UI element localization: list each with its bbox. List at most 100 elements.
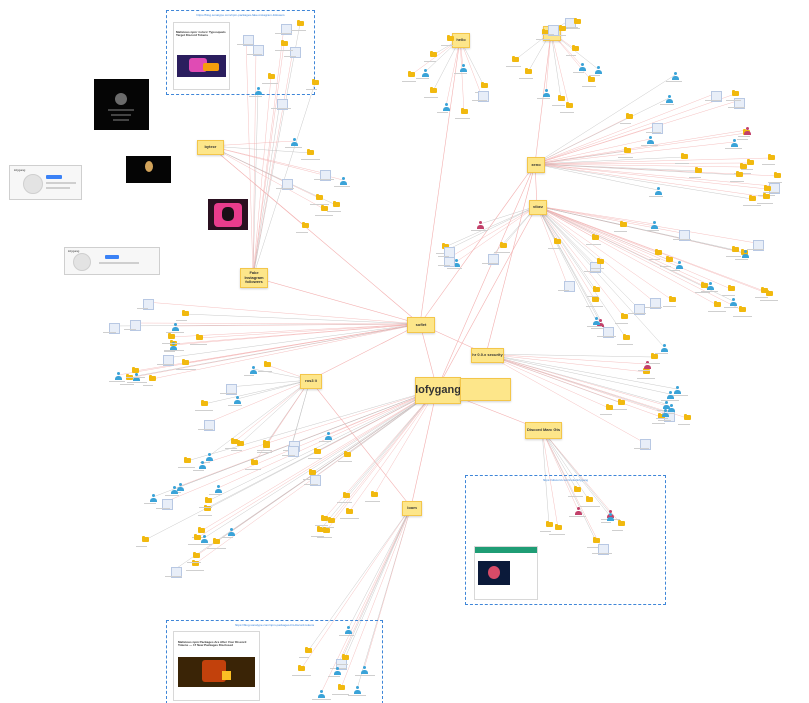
person-icon[interactable] [744,127,751,135]
folder-icon[interactable] [695,166,702,173]
sticky-ros[interactable]: ros3 li [300,374,322,389]
link-square-icon[interactable] [548,25,559,36]
link-square-icon[interactable] [163,355,174,366]
folder-icon[interactable] [728,284,735,291]
folder-icon[interactable] [500,241,507,248]
folder-icon[interactable] [626,112,633,119]
folder-icon[interactable] [739,305,746,312]
follow-button-2[interactable] [105,255,119,259]
link-square-icon[interactable] [282,179,293,190]
folder-icon[interactable] [761,286,768,293]
link-square-icon[interactable] [652,123,663,134]
folder-icon[interactable] [623,333,630,340]
folder-icon[interactable] [182,358,189,365]
bottom-panel-url[interactable]: https://blog.sonatype.com/npm-packages-h… [234,623,315,627]
person-icon[interactable] [730,298,737,306]
folder-icon[interactable] [740,162,747,169]
folder-icon[interactable] [666,255,673,262]
folder-icon[interactable] [764,184,771,191]
link-square-icon[interactable] [634,304,645,315]
folder-icon[interactable] [264,360,271,367]
folder-icon[interactable] [297,19,304,26]
link-square-icon[interactable] [277,99,288,110]
folder-icon[interactable] [205,496,212,503]
folder-icon[interactable] [142,535,149,542]
folder-icon[interactable] [592,295,599,302]
folder-icon[interactable] [201,399,208,406]
link-square-icon[interactable] [320,170,331,181]
sticky-soflet[interactable]: soflet [407,317,435,333]
folder-icon[interactable] [323,526,330,533]
link-square-icon[interactable] [253,45,264,56]
link-square-icon[interactable] [598,544,609,555]
folder-icon[interactable] [684,413,691,420]
folder-icon[interactable] [572,44,579,51]
folder-icon[interactable] [132,366,139,373]
dark-profile-screenshot[interactable] [94,79,149,130]
link-square-icon[interactable] [603,327,614,338]
folder-icon[interactable] [198,526,205,533]
sticky-loom[interactable]: loom [402,501,422,516]
folder-icon[interactable] [343,491,350,498]
folder-icon[interactable] [588,75,595,82]
follow-button[interactable] [46,175,62,179]
folder-icon[interactable] [251,458,258,465]
person-icon[interactable] [345,626,352,634]
pink-photo[interactable] [208,199,248,230]
link-square-icon[interactable] [130,320,141,331]
person-icon[interactable] [667,391,674,399]
folder-icon[interactable] [237,439,244,446]
sticky-fake-instagram[interactable]: Fake Instagram followers [240,268,268,288]
person-icon[interactable] [477,221,484,229]
person-icon[interactable] [742,250,749,258]
person-icon[interactable] [593,317,600,325]
folder-icon[interactable] [346,507,353,514]
sticky-bytecr[interactable]: bytecr [197,140,224,155]
folder-icon[interactable] [268,72,275,79]
folder-icon[interactable] [461,107,468,114]
profile-screenshot-2[interactable]: lofygang [64,247,160,275]
folder-icon[interactable] [184,456,191,463]
link-square-icon[interactable] [711,91,722,102]
person-icon[interactable] [663,401,670,409]
folder-icon[interactable] [328,516,335,523]
folder-icon[interactable] [651,352,658,359]
folder-icon[interactable] [546,520,553,527]
person-icon[interactable] [422,69,429,77]
person-icon[interactable] [672,72,679,80]
folder-icon[interactable] [592,233,599,240]
person-icon[interactable] [250,366,257,374]
folder-icon[interactable] [196,333,203,340]
profile-screenshot-1[interactable]: lofygang [9,165,82,200]
folder-icon[interactable] [542,28,549,35]
sticky-xeno[interactable]: xeno [527,157,545,173]
sticky-lofygang-note[interactable] [460,378,511,401]
link-square-icon[interactable] [753,240,764,251]
folder-icon[interactable] [307,148,314,155]
person-icon[interactable] [172,323,179,331]
person-icon[interactable] [206,453,213,461]
folder-icon[interactable] [624,146,631,153]
folder-icon[interactable] [621,312,628,319]
folder-icon[interactable] [314,447,321,454]
folder-icon[interactable] [749,194,756,201]
right-panel-url[interactable]: https://discord.com/invite/lofygang [542,478,589,482]
folder-icon[interactable] [732,245,739,252]
folder-icon[interactable] [701,281,708,288]
person-icon[interactable] [647,136,654,144]
folder-icon[interactable] [309,468,316,475]
link-square-icon[interactable] [679,230,690,241]
folder-icon[interactable] [763,192,770,199]
person-icon[interactable] [662,409,669,417]
link-square-icon[interactable] [444,247,455,258]
person-icon[interactable] [666,95,673,103]
person-icon[interactable] [215,485,222,493]
dark-avatar-screenshot[interactable] [126,156,171,183]
folder-icon[interactable] [681,152,688,159]
folder-icon[interactable] [193,551,200,558]
person-icon[interactable] [655,187,662,195]
folder-icon[interactable] [342,653,349,660]
link-square-icon[interactable] [478,91,489,102]
folder-icon[interactable] [168,332,175,339]
folder-icon[interactable] [766,289,773,296]
